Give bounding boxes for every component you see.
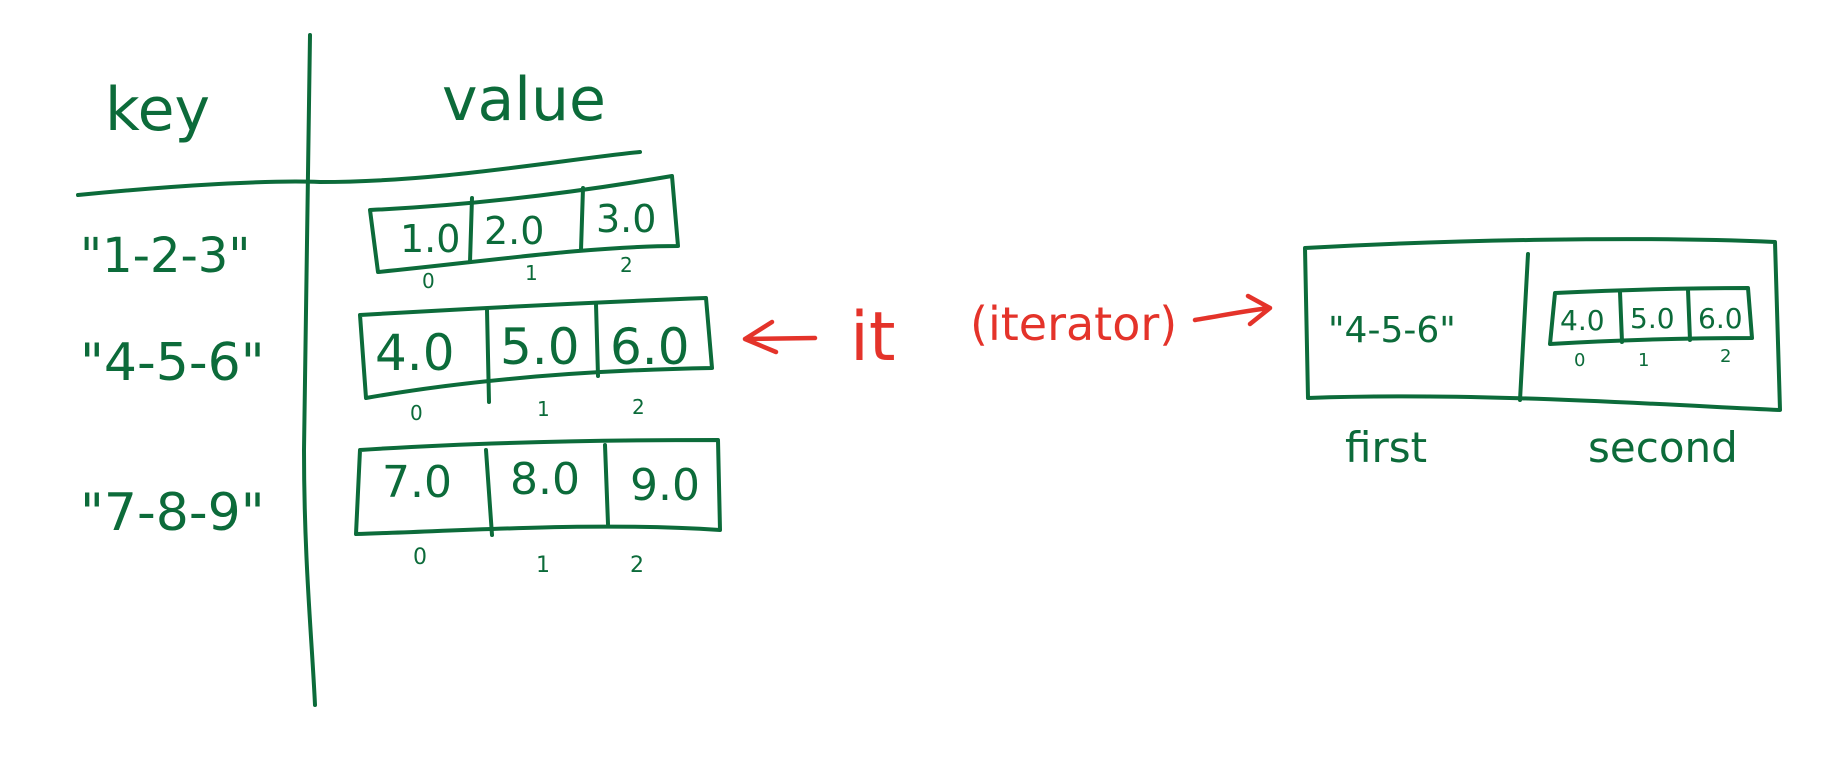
key-header: key [105,75,210,145]
row-key-3: "7-8-9" [80,483,265,543]
row-2-index: 0 [410,401,423,425]
table-header-underline [76,150,642,197]
row-2-index: 2 [632,395,645,419]
row-1-index: 0 [422,269,435,293]
pair-second-cell-divider [1618,290,1624,344]
row-1-value: 1.0 [400,217,460,261]
pair-second-index: 0 [1574,350,1585,371]
row-1-cell-divider [579,186,585,252]
pair-second-value: 5.0 [1630,302,1675,335]
row-2-array-box [358,296,714,400]
row-key-2: "4-5-6" [80,333,265,393]
iterator-right-arrow [1192,293,1273,327]
pair-second-cell-divider [1686,288,1692,342]
row-1-cell-divider [468,196,474,264]
row-1-value: 2.0 [484,209,544,253]
pair-second-value: 4.0 [1560,304,1605,337]
row-2-index: 1 [537,397,550,421]
pair-first-value: "4-5-6" [1328,310,1456,351]
pair-second-array-box [1548,286,1754,346]
row-2-cell-divider [485,308,491,404]
pair-first-label: first [1345,423,1427,472]
row-3-value: 7.0 [382,457,452,508]
row-1-array: 1.0 2.0 3.0 0 1 2 [368,174,680,293]
iterator-note: (iterator) [970,297,1177,351]
row-2-value: 4.0 [375,324,455,382]
row-3-array: 7.0 8.0 9.0 0 1 2 [354,438,722,578]
row-3-cell-divider [484,448,494,537]
table-vertical-divider [302,33,317,707]
iterator-label: it [850,298,896,377]
row-3-array-box [354,438,722,536]
row-3-index: 2 [630,553,644,578]
row-2-cell-divider [594,302,600,378]
pair-second-value: 6.0 [1698,302,1743,335]
row-1-value: 3.0 [596,197,656,241]
row-3-cell-divider [603,443,610,526]
pair-second-label: second [1588,423,1738,472]
pair-second-index: 2 [1720,346,1731,367]
pair-box-outline [1303,237,1782,412]
row-2-array: 4.0 5.0 6.0 0 1 2 [358,296,714,425]
row-2-value: 6.0 [610,318,690,376]
iterator-left-arrow [742,319,818,355]
row-1-index: 1 [525,261,538,285]
row-3-value: 8.0 [510,454,580,505]
row-3-index: 0 [413,545,427,570]
row-3-index: 1 [536,553,550,578]
row-key-1: "1-2-3" [80,228,250,284]
pair-box: "4-5-6" 4.0 5.0 6.0 0 1 2 [1303,237,1782,412]
row-3-value: 9.0 [630,460,700,511]
row-1-index: 2 [620,253,633,277]
pair-second-index: 1 [1638,350,1649,371]
pair-box-divider [1518,252,1530,402]
row-1-array-box [368,174,680,274]
row-2-value: 5.0 [500,318,580,376]
value-header: value [442,65,606,135]
